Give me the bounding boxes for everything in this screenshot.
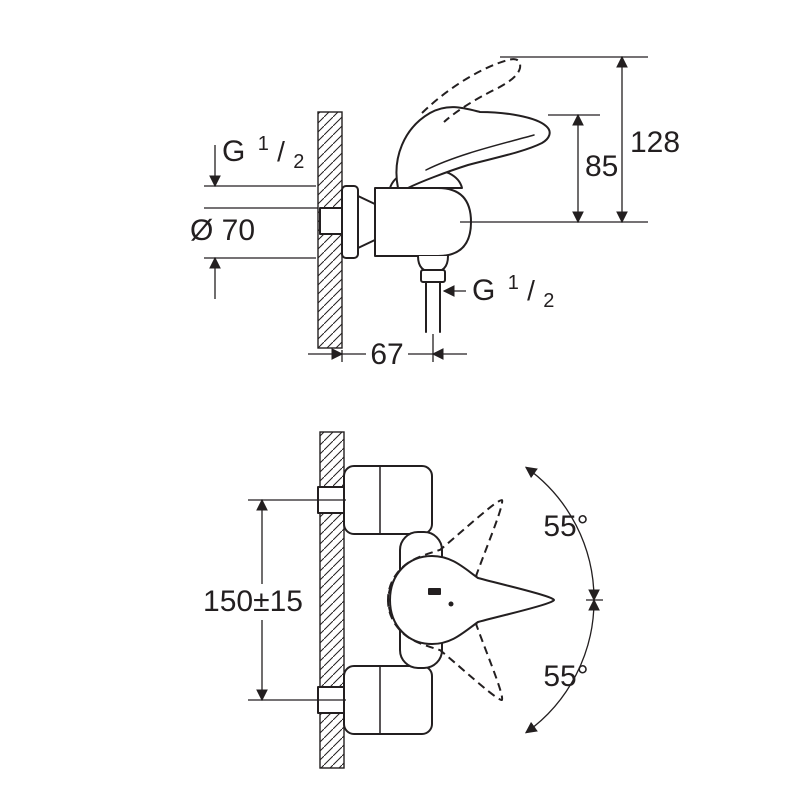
outlet-thread-label: G 1 / 2 (472, 263, 554, 312)
dim-heights: 128 85 (460, 55, 680, 224)
wall-hatch-lower (319, 431, 345, 769)
dim-swivel-angles: 55° 55° (524, 466, 603, 734)
swivel-angle-up-label: 55° (543, 510, 588, 543)
escutcheon-plate (341, 185, 359, 259)
plan-view: 55° 55° 150±15 (203, 431, 603, 769)
dim-connection-spacing: 150±15 (203, 498, 346, 702)
overall-height-label: 128 (630, 126, 680, 159)
angle-arc-upper (524, 466, 600, 602)
lever-inner-line (425, 134, 535, 171)
lever-handle-side (395, 106, 551, 189)
lever-raised-ghost (421, 58, 522, 123)
lever-height-label: 85 (585, 150, 618, 183)
swivel-angle-down-label: 55° (543, 660, 588, 693)
wall-to-outlet-label: 67 (370, 338, 403, 371)
top-escutcheon (343, 465, 433, 535)
inlet-union-through-wall (319, 207, 343, 235)
lever-handle-plan (389, 555, 555, 645)
bottom-escutcheon (343, 665, 433, 735)
mixer-body (374, 187, 472, 257)
escutcheon-diameter-label: Ø 70 (190, 214, 255, 247)
indicator-dot (448, 601, 454, 607)
outlet-nut (420, 269, 446, 283)
dim-inlet-thread-and-diameter: G 1 / 2 Ø 70 (190, 124, 318, 299)
temperature-indicator-mark (428, 588, 441, 595)
side-view: G 1 / 2 Ø 70 128 85 67 (190, 55, 680, 371)
connection-spacing-label: 150±15 (203, 585, 303, 618)
angle-arc-lower (524, 598, 600, 734)
dim-wall-to-outlet: 67 G 1 / 2 (308, 263, 554, 371)
inlet-thread-label: G 1 / 2 (222, 124, 304, 173)
